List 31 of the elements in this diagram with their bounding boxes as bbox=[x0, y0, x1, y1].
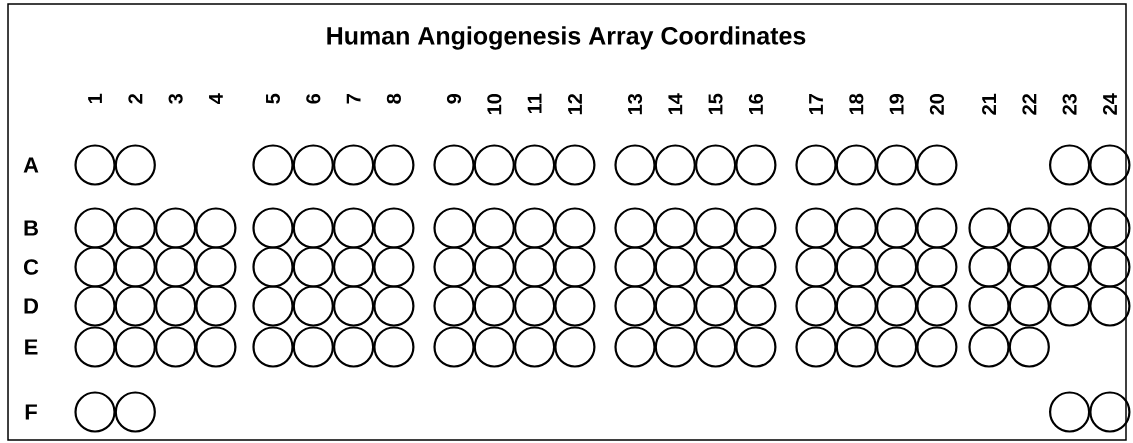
column-number: 24 bbox=[1102, 93, 1117, 115]
column-number: 12 bbox=[567, 94, 582, 115]
column-number: 14 bbox=[668, 93, 683, 115]
row-letter: F bbox=[25, 404, 37, 420]
column-number: 16 bbox=[748, 93, 763, 115]
column-number: 4 bbox=[209, 93, 223, 104]
column-number: 1 bbox=[88, 93, 102, 104]
column-number: 19 bbox=[889, 93, 904, 115]
column-number: 6 bbox=[306, 93, 321, 104]
column-number: 21 bbox=[982, 93, 996, 115]
column-number: 8 bbox=[386, 93, 401, 104]
column-number: 7 bbox=[346, 94, 361, 104]
column-number: 13 bbox=[627, 93, 643, 115]
row-letter: D bbox=[24, 298, 39, 314]
title: Human Angiogenesis Array Coordinates bbox=[327, 26, 806, 50]
column-number: 10 bbox=[487, 94, 502, 115]
column-number: 3 bbox=[168, 93, 183, 104]
row-letter: C bbox=[24, 259, 39, 275]
column-number: 22 bbox=[1022, 94, 1037, 115]
row-letter: E bbox=[25, 339, 38, 355]
column-number: 23 bbox=[1062, 93, 1077, 115]
column-number: 2 bbox=[128, 94, 143, 104]
column-number: 5 bbox=[266, 93, 280, 104]
row-letter: B bbox=[24, 220, 38, 236]
column-number: 15 bbox=[708, 93, 723, 115]
column-number: 20 bbox=[929, 94, 944, 115]
row-letter: A bbox=[23, 157, 39, 173]
column-number: 18 bbox=[849, 93, 864, 115]
column-number: 11 bbox=[527, 93, 542, 114]
column-number: 9 bbox=[446, 93, 462, 104]
column-number: 17 bbox=[809, 94, 823, 115]
